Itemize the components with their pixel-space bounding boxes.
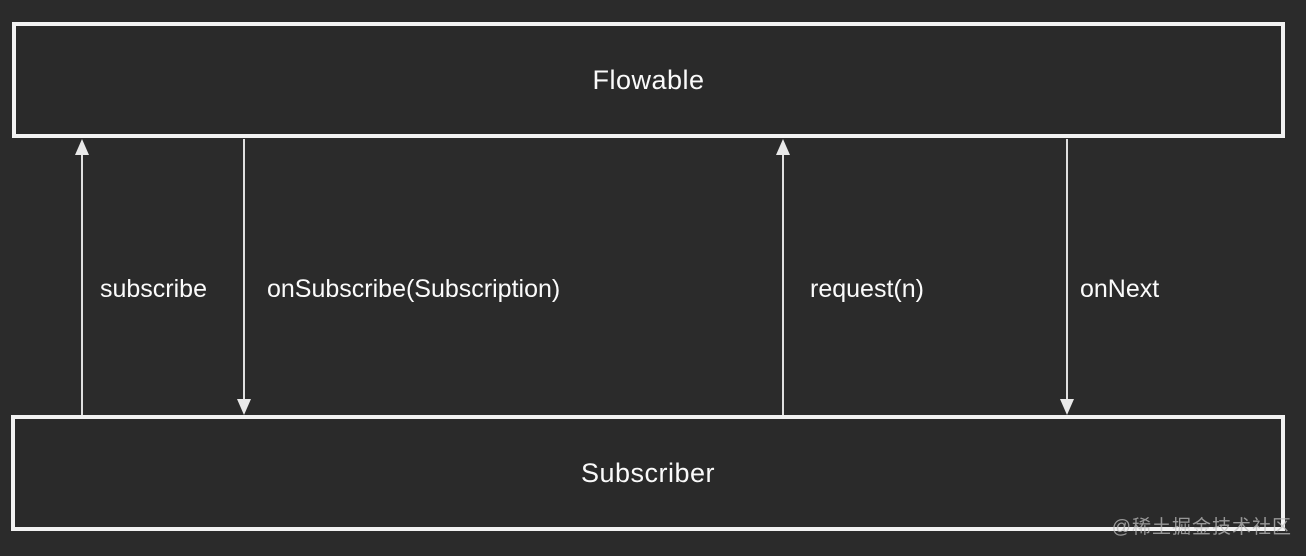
flowable-box: Flowable xyxy=(12,22,1285,138)
arrowhead-down-icon xyxy=(1060,399,1074,415)
arrow-label-subscribe: subscribe xyxy=(100,275,207,303)
subscriber-box-label: Subscriber xyxy=(580,457,716,488)
arrow-line xyxy=(243,139,245,399)
onsubscribe-arrow xyxy=(237,139,251,415)
request-arrow xyxy=(776,139,790,415)
arrow-label-request: request(n) xyxy=(810,275,924,303)
arrowhead-down-icon xyxy=(237,399,251,415)
subscriber-box: Subscriber xyxy=(11,415,1285,531)
juejin-watermark: @稀土掘金技术社区 xyxy=(1111,517,1292,538)
flowable-box-label: Flowable xyxy=(592,64,705,95)
arrow-label-onnext: onNext xyxy=(1080,275,1160,303)
onnext-arrow xyxy=(1060,139,1074,415)
arrow-line xyxy=(782,155,784,415)
arrow-label-onsubscribe: onSubscribe(Subscription) xyxy=(267,275,561,303)
arrow-line xyxy=(1066,139,1068,399)
arrowhead-up-icon xyxy=(776,139,790,155)
arrowhead-up-icon xyxy=(75,139,89,155)
arrow-line xyxy=(81,155,83,415)
subscribe-arrow xyxy=(75,139,89,415)
